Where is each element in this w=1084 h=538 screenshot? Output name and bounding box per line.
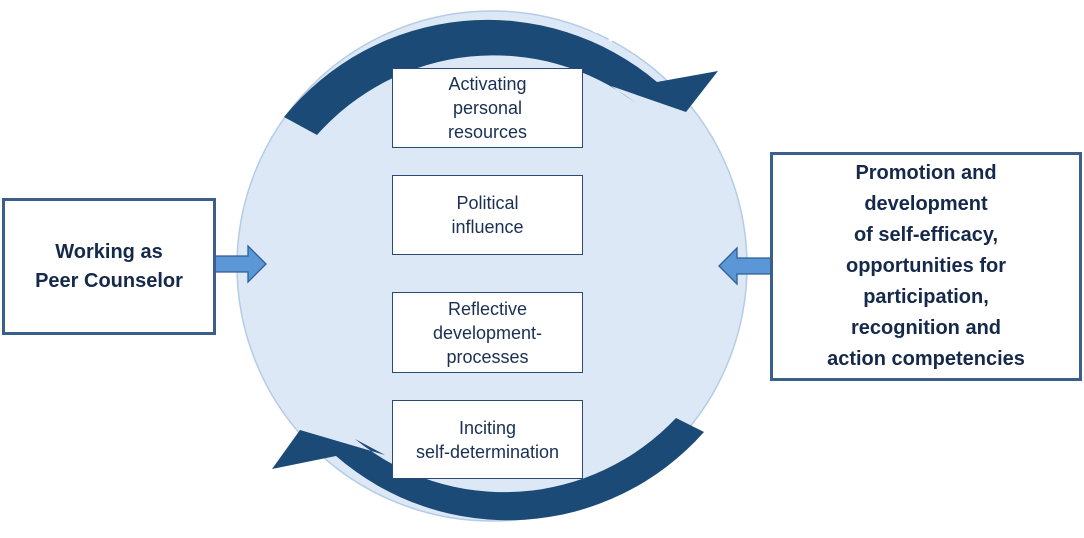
box-text-line: Reflective [447, 298, 527, 319]
box-text-line: Peer Counselor [35, 269, 183, 292]
box-text-line: development [864, 193, 988, 215]
box-text-line: self-determination [415, 441, 560, 462]
reflective-development-processes-box: Reflective development- processes [392, 292, 583, 373]
box-text-line: processes [446, 346, 529, 367]
box-text-line: development- [432, 322, 543, 343]
political-influence-box: Political influence [392, 175, 583, 255]
box-text-line: action competencies [827, 348, 1025, 370]
box-text-line: participation, [863, 286, 989, 308]
inciting-self-determination-box: Inciting self-determination [392, 400, 583, 479]
bottom-cycle-arrow [272, 418, 704, 521]
top-cycle-arrow [284, 19, 718, 135]
outcomes-box: Promotion and development of self-effica… [770, 152, 1082, 381]
box-text-line: Working as [55, 240, 163, 263]
box-text-line: influence [451, 217, 524, 237]
box-text-line: Political [456, 193, 519, 213]
box-text-line: Promotion and [855, 162, 997, 184]
box-text-line: Activating [448, 74, 527, 94]
activating-personal-resources-box: Activating personal resources [392, 68, 583, 148]
box-text-line: of self-efficacy, [853, 224, 999, 246]
box-text-line: personal [452, 98, 523, 118]
peer-counselor-box: Working as Peer Counselor [2, 198, 216, 335]
box-text-line: recognition and [851, 317, 1001, 339]
box-text-line: Inciting [458, 417, 517, 438]
box-text-line: resources [447, 122, 528, 142]
box-text-line: opportunities for [846, 255, 1006, 277]
